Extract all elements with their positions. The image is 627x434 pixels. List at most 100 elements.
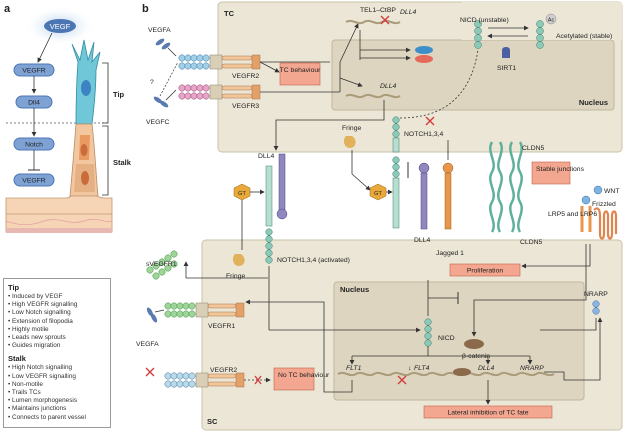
tc-label: TC <box>224 9 235 18</box>
vegfr-label-2: VEGFR <box>22 178 46 185</box>
jagged1-label: Jagged 1 <box>436 250 464 257</box>
nicd-acetylated <box>536 20 544 49</box>
legend-tip-heading: Tip <box>8 283 20 292</box>
legend-tip-item: High VEGFR signalling <box>8 301 106 309</box>
sc-nucleus-label: Nucleus <box>340 285 369 294</box>
cldn5-bottom-label: CLDN5 <box>520 239 543 246</box>
question-mark: ? <box>150 79 154 86</box>
lrp-receptor <box>580 206 592 232</box>
notch-activated-left <box>265 165 273 264</box>
vegf-blob <box>44 19 76 33</box>
legend-stalk-item: Connects to parent vessel <box>8 414 106 422</box>
no-tc-behaviour-box <box>273 367 315 391</box>
tel1-dna <box>345 19 401 25</box>
notch-receptor-top <box>392 116 400 153</box>
fringe-top-shape <box>343 136 356 148</box>
legend-stalk-item: Lumen morphogenesis <box>8 397 106 405</box>
dll4-gene-mid-label: DLL4 <box>380 83 396 90</box>
gt-right-label: GT <box>374 191 382 197</box>
notch-activated-label-1: NOTCH1,3,4 (activated) <box>277 257 350 264</box>
legend-stalk-item: Trails TCs <box>8 389 106 397</box>
notch-to-nicd-dashed <box>399 49 479 119</box>
jagged1-ligand <box>442 162 454 230</box>
sc-label: SC <box>207 417 218 426</box>
notch-receptor-right <box>392 156 400 229</box>
tip-nucleus <box>81 80 91 96</box>
tc-behaviour-box <box>279 62 321 86</box>
wnt-ligand <box>593 185 603 195</box>
vegfr-label: VEGFR <box>22 68 46 75</box>
arrow-vegf-vegfr <box>37 32 53 63</box>
nrarp-gene-label: NRARP <box>520 365 544 372</box>
vegfr2-receptor-top <box>178 54 261 70</box>
arrow-wnt-bcat <box>471 244 587 337</box>
dll4-gene-sc-label: DLL4 <box>478 365 494 372</box>
stalk-label: Stalk <box>113 158 132 167</box>
gt-left-label: GT <box>238 191 246 197</box>
tip-stalk-legend: Tip Induced by VEGF High VEGFR signallin… <box>3 278 111 428</box>
vegfr3-receptor <box>178 84 261 100</box>
legend-tip-item: Guides migration <box>8 342 106 350</box>
frizzled-label: Frizzled <box>592 201 616 208</box>
tf-red <box>415 55 433 63</box>
sc-dna <box>337 371 555 377</box>
vegfr2-bottom-red-x-2 <box>254 375 262 385</box>
vegfr1-receptor <box>164 302 245 318</box>
vessel-wave-1 <box>5 218 113 226</box>
proliferation-label: Proliferation <box>467 268 503 275</box>
arrow-to-dll4-gene <box>339 77 363 87</box>
proliferation-box <box>449 263 521 277</box>
legend-stalk-item: Maintains junctions <box>8 405 106 413</box>
stalk-nucleus-1 <box>80 144 88 156</box>
notch-red-x <box>425 116 435 126</box>
notch-top-label: NOTCH1,3,4 <box>404 131 444 138</box>
cldn5-top-label: CLDN5 <box>522 145 545 152</box>
vessel-bottom <box>6 228 112 233</box>
legend-tip-item: Highly motile <box>8 326 106 334</box>
acetylated-label: Acetylated (stable) <box>556 33 612 40</box>
beta-catenin-label: β-catenin <box>462 353 490 360</box>
arrow-r2-behaviour <box>259 61 280 73</box>
legend-tip-item: Induced by VEGF <box>8 293 106 301</box>
tel1-red-x <box>380 15 390 25</box>
flt4-arrow: ↓ <box>408 365 411 372</box>
nrarp-protein-label: NRARP <box>584 291 608 298</box>
vegfr2-receptor-bottom <box>164 372 245 388</box>
tc-nucleus-label: Nucleus <box>579 98 608 107</box>
legend-stalk-item: Low VEGFR signalling <box>8 373 106 381</box>
nrarp-to-nicd <box>540 318 597 331</box>
dll4-label-a: Dll4 <box>28 100 40 107</box>
stalk-bracket <box>102 125 109 196</box>
vegfr2-bottom-label: VEGFR2 <box>210 367 237 374</box>
legend-stalk-item: Non-motile <box>8 381 106 389</box>
flt1-to-vegfr1 <box>245 299 353 393</box>
arrow-dll4gene-dll4 <box>273 100 385 151</box>
stalk-nucleus-2 <box>81 171 89 185</box>
gt-right-shape <box>369 183 387 201</box>
dll4-right-label: DLL4 <box>414 237 430 244</box>
svegfr1 <box>146 250 178 280</box>
legend-stalk-heading: Stalk <box>8 354 26 364</box>
lateral-inhibition-box <box>423 405 553 419</box>
lateral-inhibition-label: Lateral inhibition of TC fate <box>447 410 528 417</box>
vegfa-ligand-top-1 <box>155 38 165 46</box>
frizzled-receptor <box>593 207 618 240</box>
legend-tip-list: Induced by VEGF High VEGFR signalling Lo… <box>8 293 106 350</box>
vegfa-ligand-bottom-2 <box>150 313 158 323</box>
bcat-on-dna <box>453 368 471 376</box>
flt4-red-x <box>397 375 407 385</box>
dll4-gene-mid-dna <box>345 93 401 99</box>
vegfc-to-r2-dashed <box>159 61 179 97</box>
fringe-bottom-shape <box>232 254 245 266</box>
lrp-label: LRP5 and LRP6 <box>548 211 597 218</box>
ac-label: Ac <box>548 18 555 24</box>
nrarp-protein <box>592 300 600 315</box>
stable-junctions-text: Stable junctions <box>536 166 585 173</box>
legend-stalk-list: High Notch signalling Low VEGFR signalli… <box>8 364 106 421</box>
tf-blue <box>415 46 433 54</box>
vegfr3-label: VEGFR3 <box>232 103 259 110</box>
vegfa-top-label: VEGFA <box>148 27 171 34</box>
dll4-gene-top-label: DLL4 <box>400 9 416 16</box>
nicd-sc <box>424 318 432 347</box>
